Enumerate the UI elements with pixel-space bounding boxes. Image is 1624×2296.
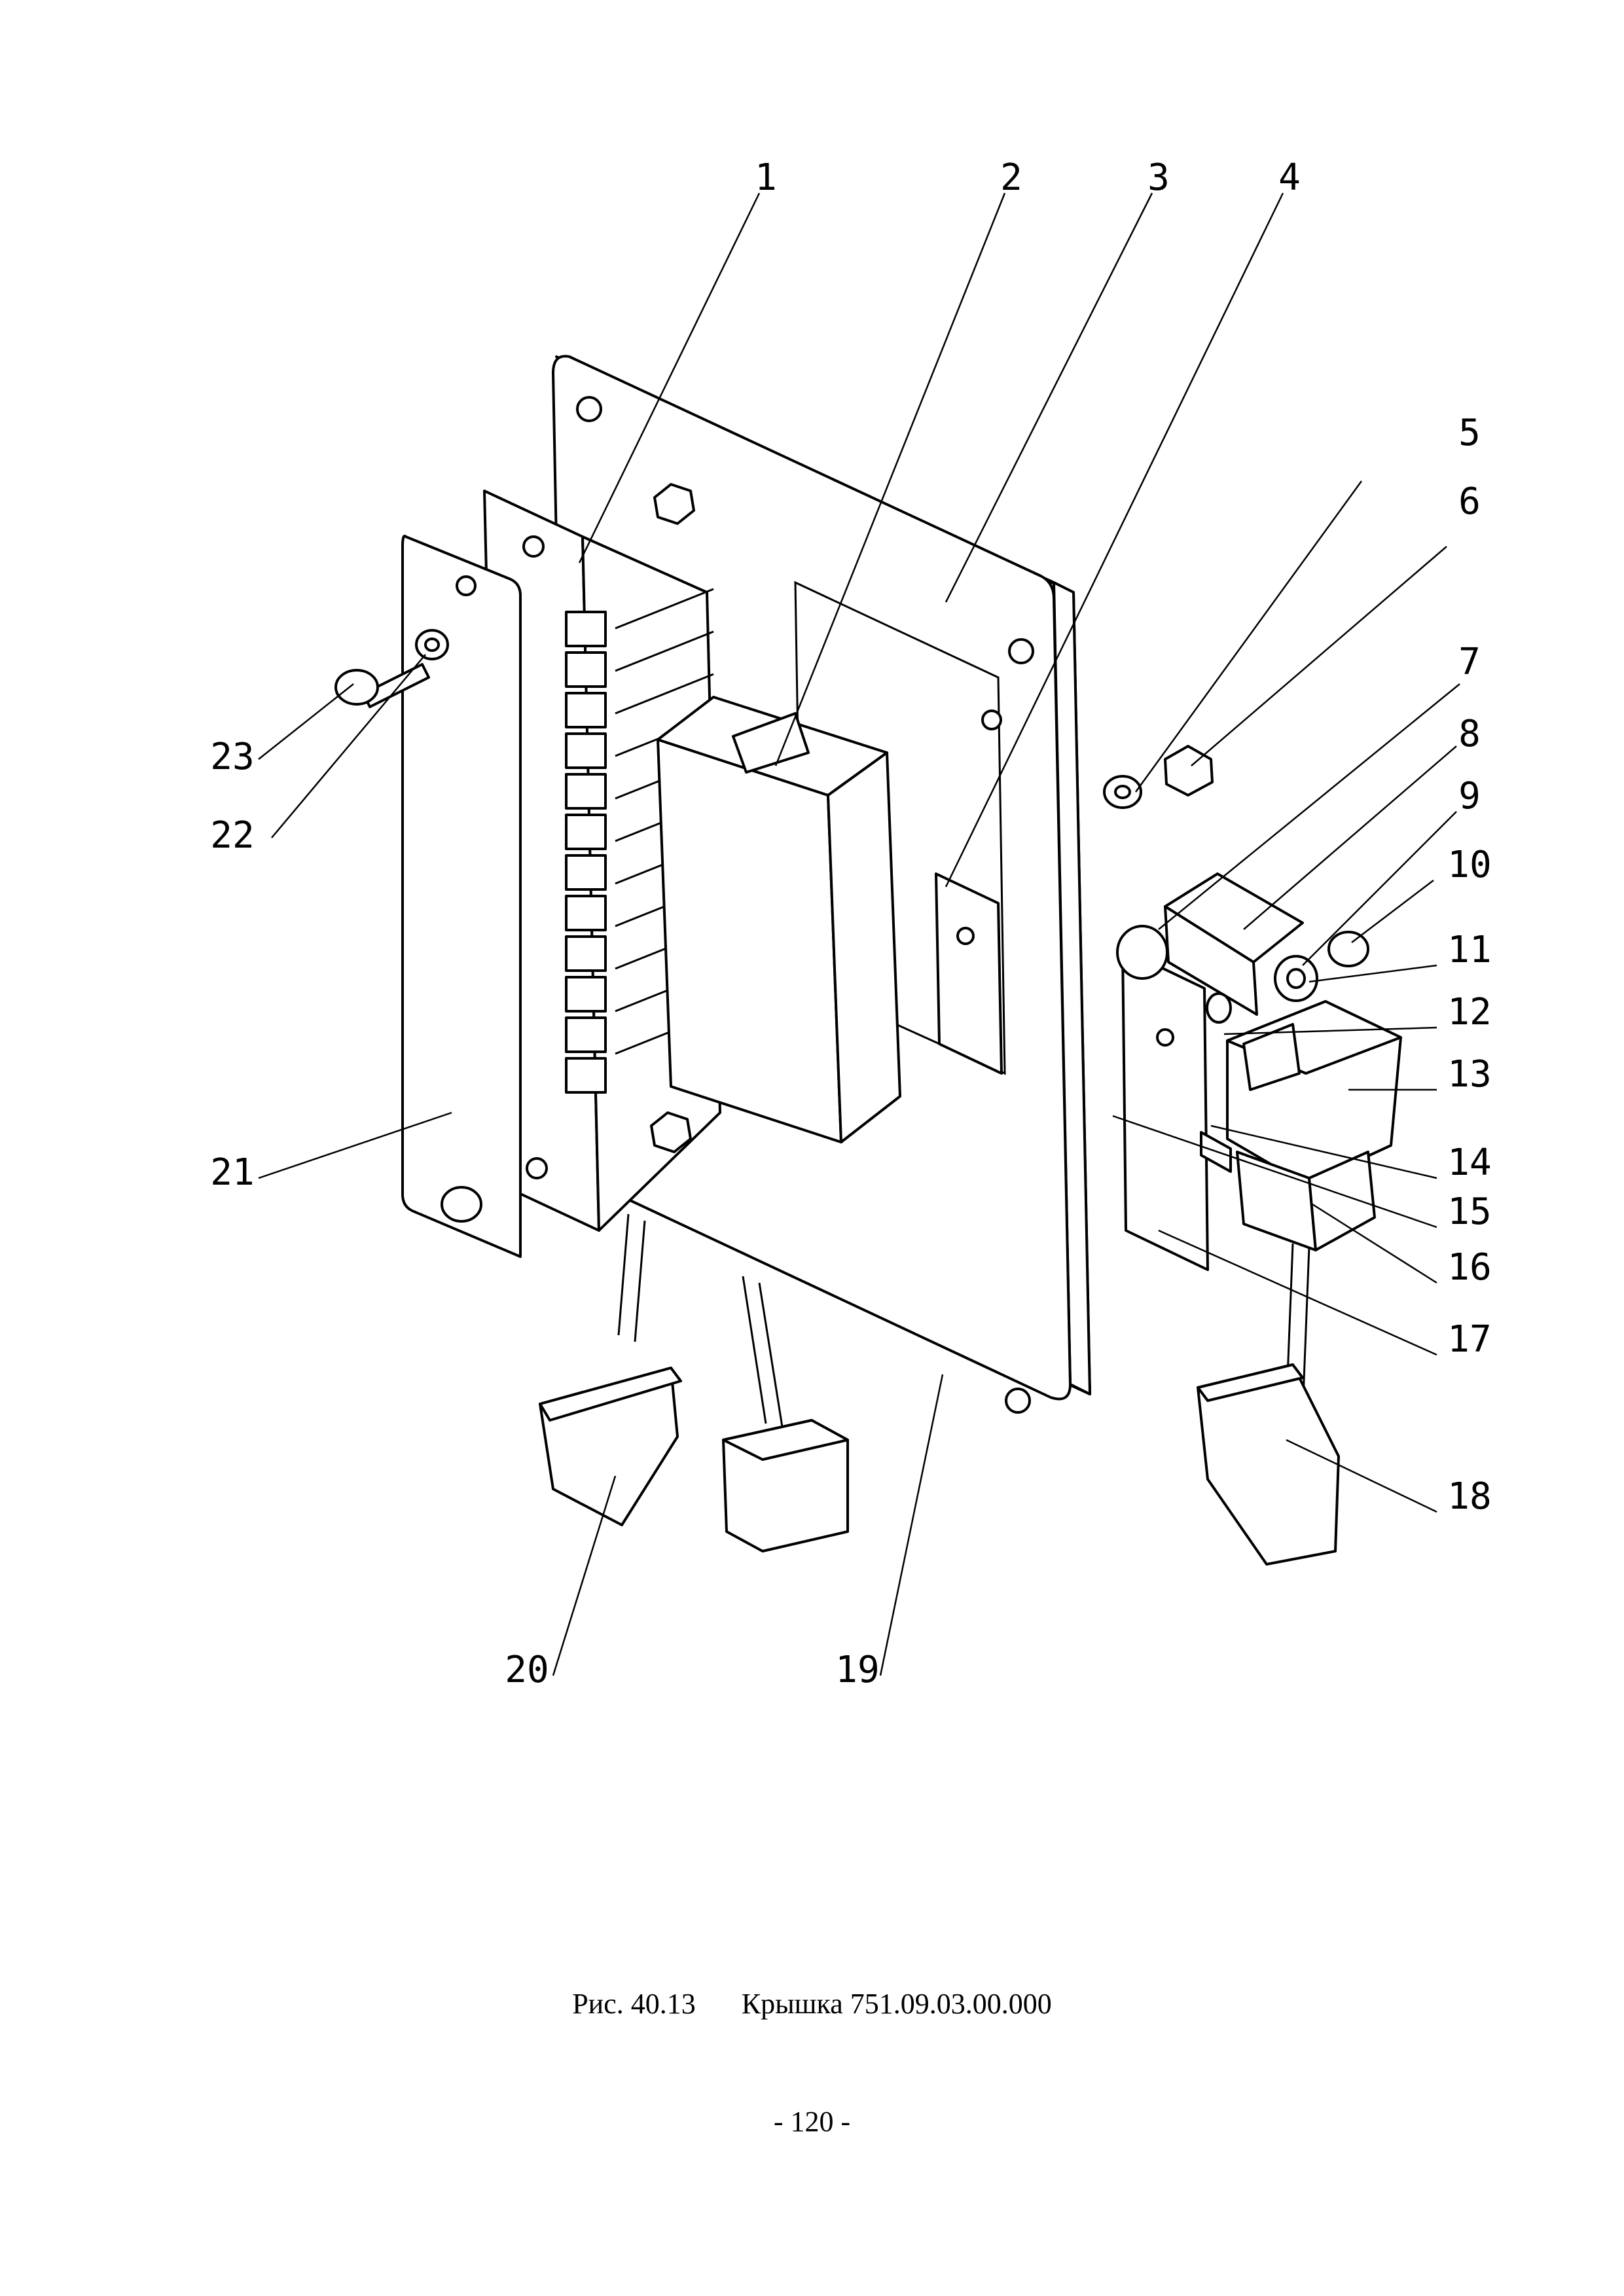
callout-labels: 1 2 3 4 5 6 7 8 9 10 11 12 13 14 15 16 1… [210,156,1491,1691]
terminal-slots [565,611,607,1094]
page-number: - 120 - [773,2106,851,2138]
callout-5: 5 [1458,412,1481,454]
callout-11: 11 [1447,929,1491,971]
cables [617,1213,1310,1427]
cover-screw [441,1186,482,1223]
callout-10: 10 [1447,844,1491,886]
callout-7: 7 [1458,641,1481,683]
callout-19: 19 [835,1649,879,1691]
callout-23: 23 [210,736,254,778]
callout-20: 20 [505,1649,549,1691]
callout-15: 15 [1447,1191,1491,1233]
relay-housing [657,696,901,1143]
mounting-hole [1005,1388,1031,1414]
figure-caption: Рис. 40.13 Крышка 751.09.03.00.000 [0,1987,1624,2020]
callout-6: 6 [1458,480,1481,523]
callout-2: 2 [1000,156,1022,199]
callout-14: 14 [1447,1141,1491,1184]
connector-18 [1197,1363,1340,1566]
callout-12: 12 [1447,991,1491,1033]
callout-17: 17 [1447,1318,1491,1361]
bracket [935,872,1003,1075]
connector-20 [539,1367,682,1526]
callout-18: 18 [1447,1475,1491,1518]
figure-label: Рис. 40.13 [572,1988,696,2020]
switch-assembly [1116,872,1402,1271]
callout-9: 9 [1458,775,1481,817]
mounting-hole [1008,638,1034,664]
cover-strip [401,535,522,1258]
figure-title: Крышка 751.09.03.00.000 [741,1988,1052,2020]
screw [334,663,430,708]
callout-21: 21 [210,1151,254,1194]
callout-8: 8 [1458,713,1481,755]
callout-1: 1 [755,156,777,199]
leader-lines [258,192,1460,1676]
connector-19-plug [722,1419,849,1552]
nut [650,483,695,1153]
callout-4: 4 [1278,156,1301,199]
callout-22: 22 [210,814,254,857]
mounting-hole [576,396,602,422]
callout-13: 13 [1447,1053,1491,1096]
callout-3: 3 [1147,156,1170,199]
callout-16: 16 [1447,1246,1491,1289]
